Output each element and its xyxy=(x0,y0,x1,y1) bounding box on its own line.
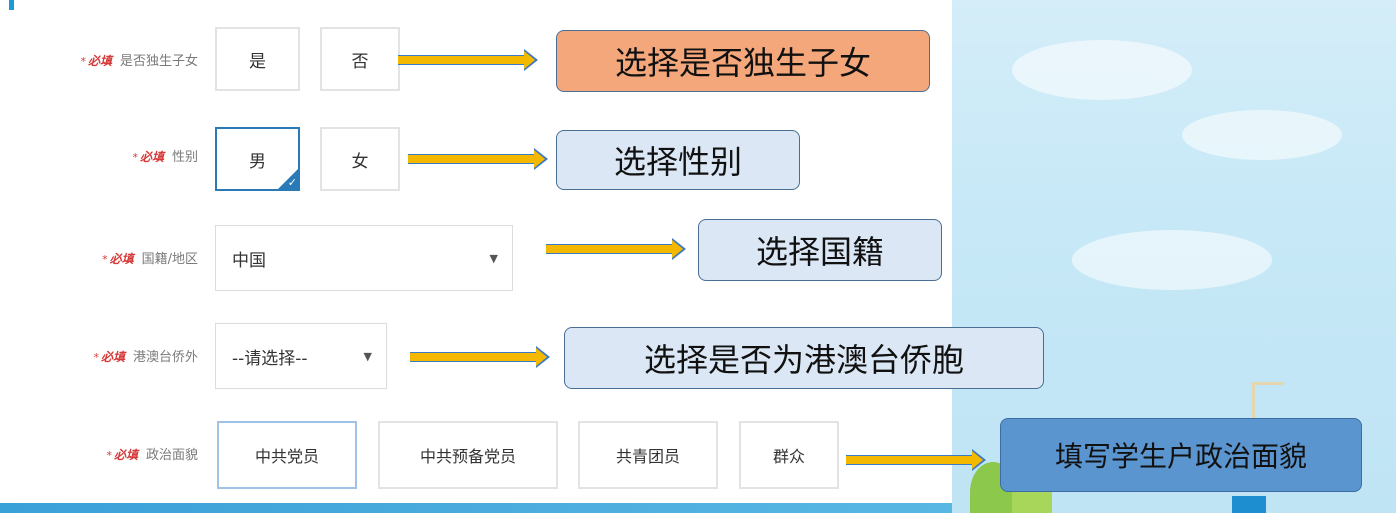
chevron-down-icon: ▼ xyxy=(489,251,498,265)
required-marker: 必填 xyxy=(113,448,138,462)
political-party-member-option[interactable]: 中共党员 xyxy=(217,421,357,489)
only-child-label: *必填是否独生子女 xyxy=(80,54,198,69)
hk-macao-tw-label: *必填港澳台侨外 xyxy=(93,350,198,365)
gender-male-option[interactable]: 男 ✓ xyxy=(215,127,300,191)
required-marker: 必填 xyxy=(109,252,134,266)
callout-only-child: 选择是否独生子女 xyxy=(556,30,930,92)
arrow-icon xyxy=(846,449,988,471)
arrow-icon xyxy=(546,238,688,260)
nationality-select[interactable]: 中国 ▼ xyxy=(215,225,513,291)
political-masses-option[interactable]: 群众 xyxy=(739,421,839,489)
only-child-yes-option[interactable]: 是 xyxy=(215,27,300,91)
required-marker: 必填 xyxy=(100,350,125,364)
political-probationary-member-option[interactable]: 中共预备党员 xyxy=(378,421,558,489)
chevron-down-icon: ▼ xyxy=(363,349,372,363)
callout-hk-macao-tw: 选择是否为港澳台侨胞 xyxy=(564,327,1044,389)
building-decoration xyxy=(1252,382,1284,422)
only-child-no-option[interactable]: 否 xyxy=(320,27,400,91)
blue-tower-decoration xyxy=(1232,496,1266,513)
callout-political: 填写学生户政治面貌 xyxy=(1000,418,1362,492)
arrow-icon xyxy=(410,346,552,368)
arrow-icon xyxy=(398,49,540,71)
political-label: *必填政治面貌 xyxy=(106,448,198,463)
gender-label: *必填性别 xyxy=(132,150,198,165)
required-marker: 必填 xyxy=(87,54,112,68)
section-accent-bar xyxy=(9,0,14,10)
required-marker: 必填 xyxy=(139,150,164,164)
callout-nationality: 选择国籍 xyxy=(698,219,942,281)
bottom-strip xyxy=(0,503,952,513)
nationality-label: *必填国籍/地区 xyxy=(102,252,198,267)
hk-macao-tw-select[interactable]: --请选择-- ▼ xyxy=(215,323,387,389)
check-icon: ✓ xyxy=(287,176,297,189)
political-youth-league-option[interactable]: 共青团员 xyxy=(578,421,718,489)
selected-corner xyxy=(276,167,300,191)
gender-female-option[interactable]: 女 xyxy=(320,127,400,191)
callout-gender: 选择性别 xyxy=(556,130,800,190)
arrow-icon xyxy=(408,148,550,170)
